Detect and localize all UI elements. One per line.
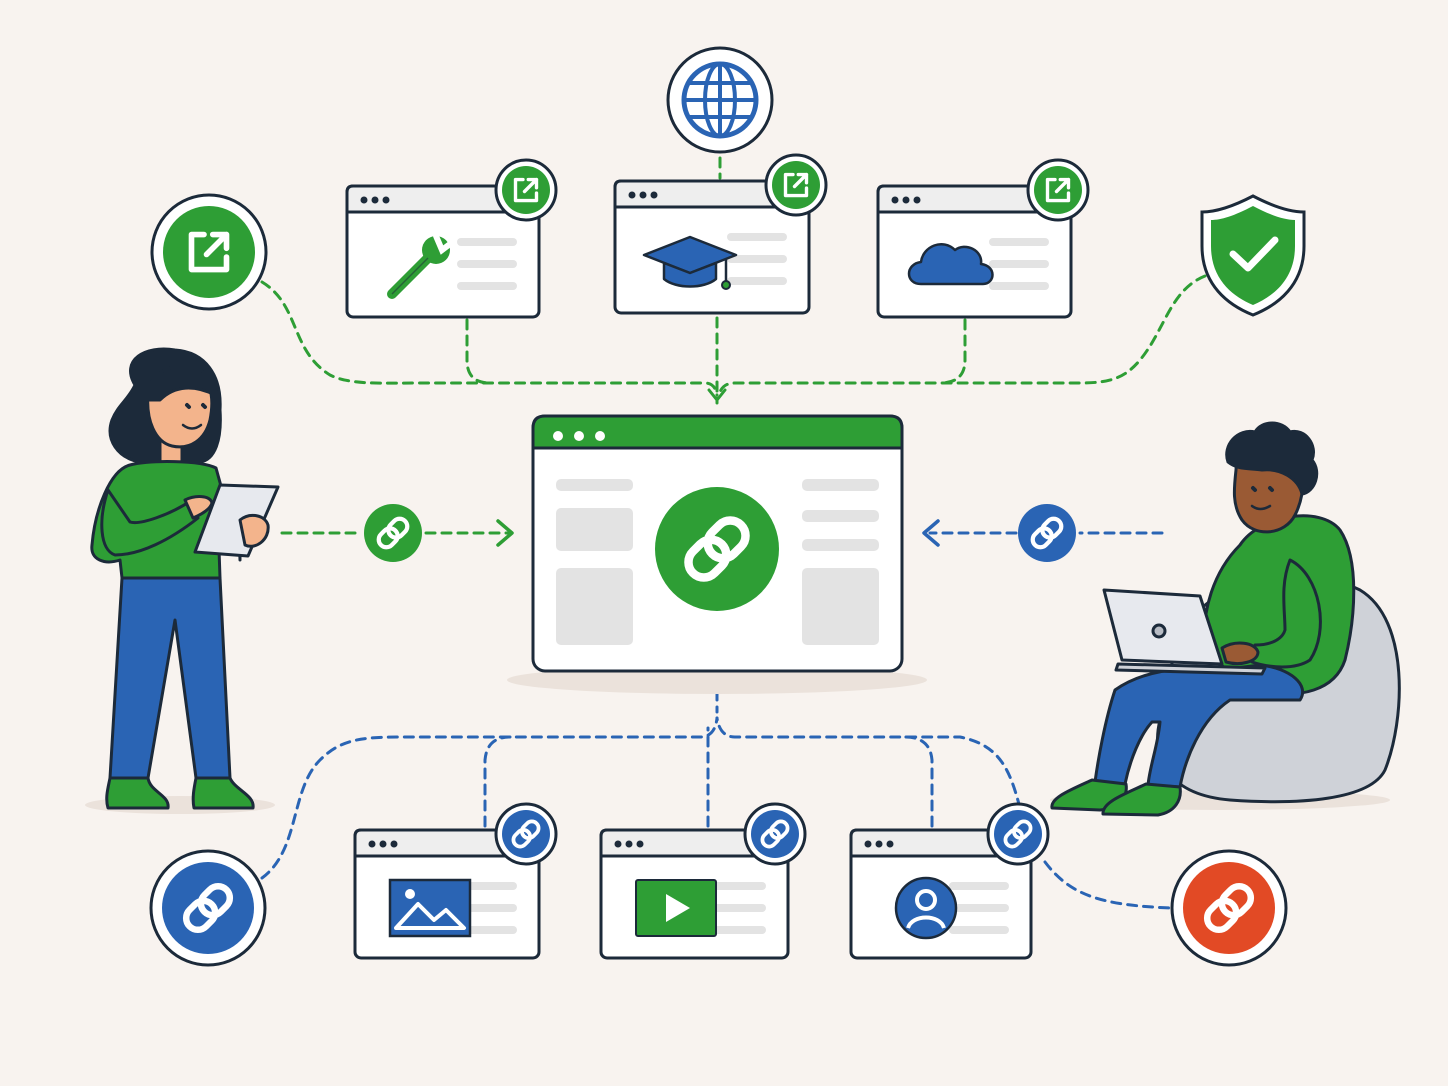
external-link-icon — [764, 153, 828, 217]
user-profile-icon — [894, 876, 958, 940]
connector-top-left — [260, 280, 719, 397]
connector-cloud — [938, 318, 967, 385]
link-icon — [743, 802, 807, 866]
top-windows — [345, 153, 1090, 319]
connector-profile — [903, 735, 934, 828]
external-link-icon — [494, 158, 558, 222]
woman-with-tablet — [85, 347, 280, 814]
man-with-laptop — [1050, 421, 1401, 817]
incoming-link-left-icon — [364, 504, 422, 562]
bottom-left-link-icon — [149, 849, 267, 967]
arrowhead-down — [707, 388, 727, 403]
video-window — [599, 802, 807, 960]
connector-tools — [465, 318, 492, 385]
globe-icon — [666, 46, 774, 154]
broken-link-icon — [1170, 849, 1288, 967]
external-link-icon — [1026, 158, 1090, 222]
arrowhead-left — [922, 519, 940, 547]
connector-right — [715, 716, 1022, 810]
link-icon — [494, 802, 558, 866]
connector-broken-link — [1043, 860, 1172, 910]
connector-bottom-left — [260, 716, 719, 880]
connector-image — [483, 735, 512, 828]
incoming-link-right-icon — [1018, 504, 1076, 562]
image-icon — [388, 878, 472, 938]
image-window — [353, 802, 558, 960]
arrowhead-right — [496, 519, 514, 547]
external-link-icon — [150, 193, 268, 311]
graduation-cap-icon — [642, 235, 738, 290]
tools-window — [345, 158, 558, 319]
cloud-icon — [907, 243, 994, 286]
connector-lines — [260, 156, 1207, 910]
wrench-icon — [387, 233, 453, 299]
profile-window — [849, 802, 1050, 960]
cloud-window — [876, 158, 1090, 319]
education-window — [613, 153, 828, 315]
connector-shield — [717, 274, 1207, 397]
link-icon — [986, 802, 1050, 866]
hub-window — [507, 414, 927, 694]
hub-link-icon — [655, 487, 779, 611]
shield-check-icon — [1200, 194, 1306, 317]
bottom-windows — [353, 802, 1050, 960]
play-video-icon — [635, 879, 717, 937]
